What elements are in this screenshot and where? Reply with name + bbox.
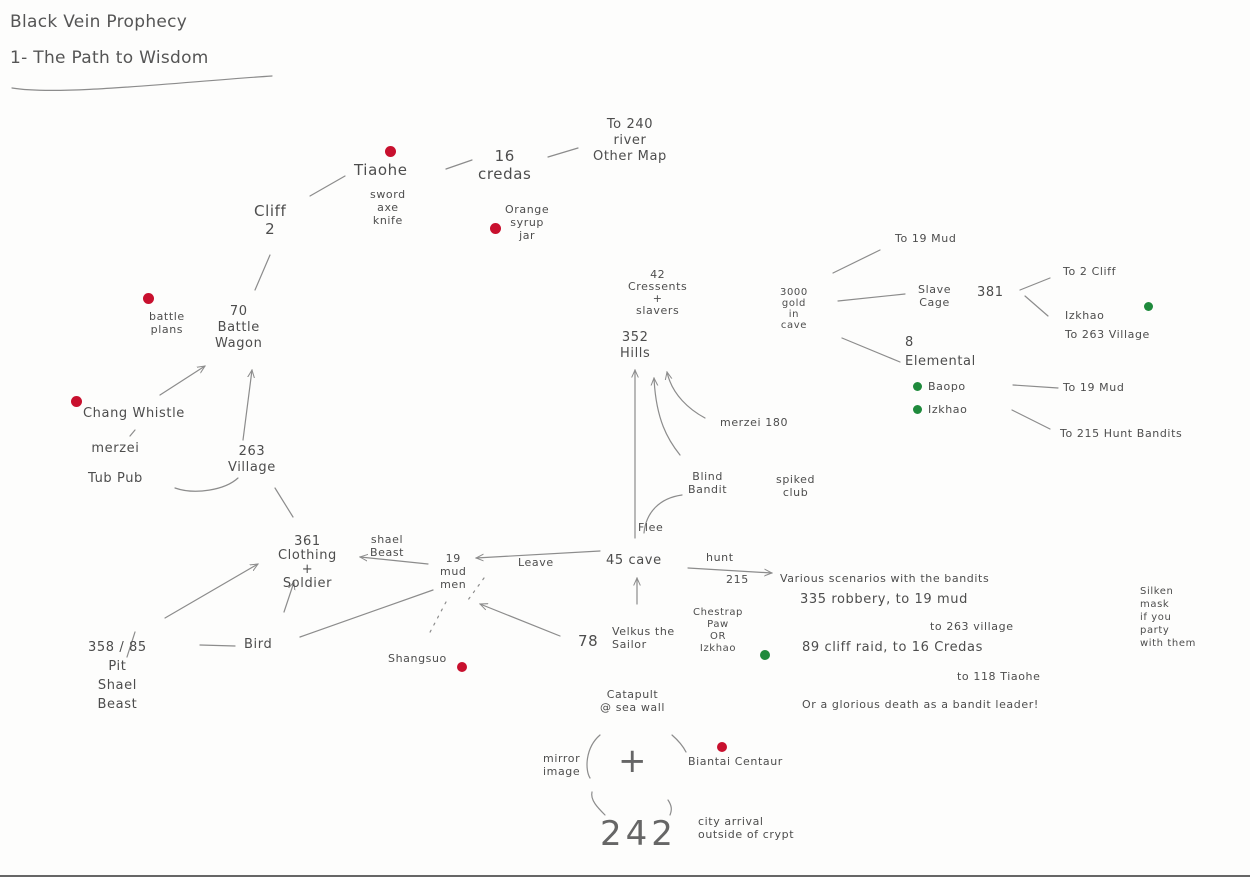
edge-label-flee: Flee: [638, 521, 664, 534]
node-shangsuo: Shangsuo: [388, 652, 447, 665]
green-marker-baopo: [913, 382, 922, 391]
node-blind-bandit: Blind Bandit: [688, 470, 728, 496]
red-marker-battle-plans: [143, 293, 154, 304]
page-bottom-edge: [0, 875, 1250, 877]
red-marker-tiaohe: [385, 146, 396, 157]
node-village-263: 263 Village: [228, 444, 276, 475]
scenarios-line-4: 89 cliff raid, to 16 Credas: [802, 640, 983, 655]
node-slave-cage: Slave Cage: [918, 283, 952, 309]
node-clothing-361: 361 Clothing + Soldier: [278, 534, 337, 591]
node-hills-352: 352 Hills: [620, 330, 651, 361]
scenarios-line-5: to 118 Tiaohe: [957, 670, 1041, 683]
scenarios-line-1: Various scenarios with the bandits: [780, 572, 990, 585]
edge-label-215: 215: [726, 573, 749, 586]
node-credas: 16 credas: [478, 147, 532, 183]
node-velkus-sailor: Velkus the Sailor: [612, 625, 675, 651]
node-to-19-mud-b: To 19 Mud: [1063, 381, 1125, 394]
green-marker-izkhao-village: [1144, 302, 1153, 311]
node-elemental-8: 8 Elemental: [905, 335, 976, 369]
node-to-19-mud-a: To 19 Mud: [895, 232, 957, 245]
node-izkhao: Izkhao: [928, 403, 968, 416]
red-marker-shangsuo: [457, 662, 467, 672]
node-battle-wagon: 70 Battle Wagon: [215, 304, 263, 351]
node-bird: Bird: [244, 637, 273, 652]
scenarios-line-3: to 263 village: [930, 620, 1014, 633]
node-battle-plans: battle plans: [149, 310, 185, 336]
node-cliff-2: Cliff 2: [254, 202, 287, 238]
node-city-arrival: city arrival outside of crypt: [698, 815, 795, 841]
node-cressents: 42 Cressents + slavers: [628, 268, 688, 317]
title-underline: [11, 75, 273, 91]
label-shael-beast: shael Beast: [370, 533, 405, 559]
title-line-2: 1- The Path to Wisdom: [10, 48, 209, 68]
node-chestrap-paw: Chestrap Paw OR Izkhao: [693, 607, 743, 654]
node-cage-381: 381: [977, 285, 1004, 300]
node-merzei-180: merzei 180: [720, 416, 789, 429]
note-silken-mask: Silken mask if you party with them: [1140, 586, 1196, 649]
node-orange-syrup: Orange syrup jar: [505, 203, 550, 242]
title-line-1: Black Vein Prophecy: [10, 12, 188, 32]
node-catapult: Catapult @ sea wall: [600, 688, 666, 714]
edge-label-leave: Leave: [518, 556, 554, 569]
green-marker-chestrap: [760, 650, 770, 660]
red-marker-orange-syrup: [490, 223, 501, 234]
scenarios-line-6: Or a glorious death as a bandit leader!: [802, 698, 1039, 711]
node-to-240: To 240 river Other Map: [593, 117, 667, 164]
node-tiaohe: Tiaohe: [354, 161, 408, 179]
node-to-215-hunt-bandits: To 215 Hunt Bandits: [1060, 427, 1183, 440]
node-242: 242: [600, 814, 677, 854]
node-cave-45: 45 cave: [606, 553, 662, 568]
node-to-2-cliff: To 2 Cliff: [1063, 265, 1117, 278]
node-biantai-centaur: Biantai Centaur: [688, 755, 783, 768]
node-pit-358: 358 / 85 Pit Shael Beast: [88, 640, 147, 712]
node-tiaohe-items: sword axe knife: [370, 188, 406, 227]
red-marker-biantai: [717, 742, 727, 752]
plus-sign: +: [618, 741, 651, 781]
node-chang-whistle: Chang Whistle: [83, 406, 185, 421]
node-3000-gold: 3000 gold in cave: [780, 287, 808, 331]
scenarios-line-2: 335 robbery, to 19 mud: [800, 592, 968, 607]
node-mud-men: 19 mud men: [440, 552, 467, 591]
node-izkhao-to-263-village: Izkhao To 263 Village: [1065, 309, 1150, 341]
node-baopo: Baopo: [928, 380, 966, 393]
red-marker-chang-whistle: [71, 396, 82, 407]
green-marker-izkhao: [913, 405, 922, 414]
node-merzei-tub-pub: merzei Tub Pub: [88, 441, 143, 486]
edge-label-hunt: hunt: [706, 551, 734, 564]
node-mirror-image: mirror image: [543, 752, 581, 778]
node-velkus-78: 78: [578, 632, 599, 650]
node-spiked-club: spiked club: [776, 473, 816, 499]
